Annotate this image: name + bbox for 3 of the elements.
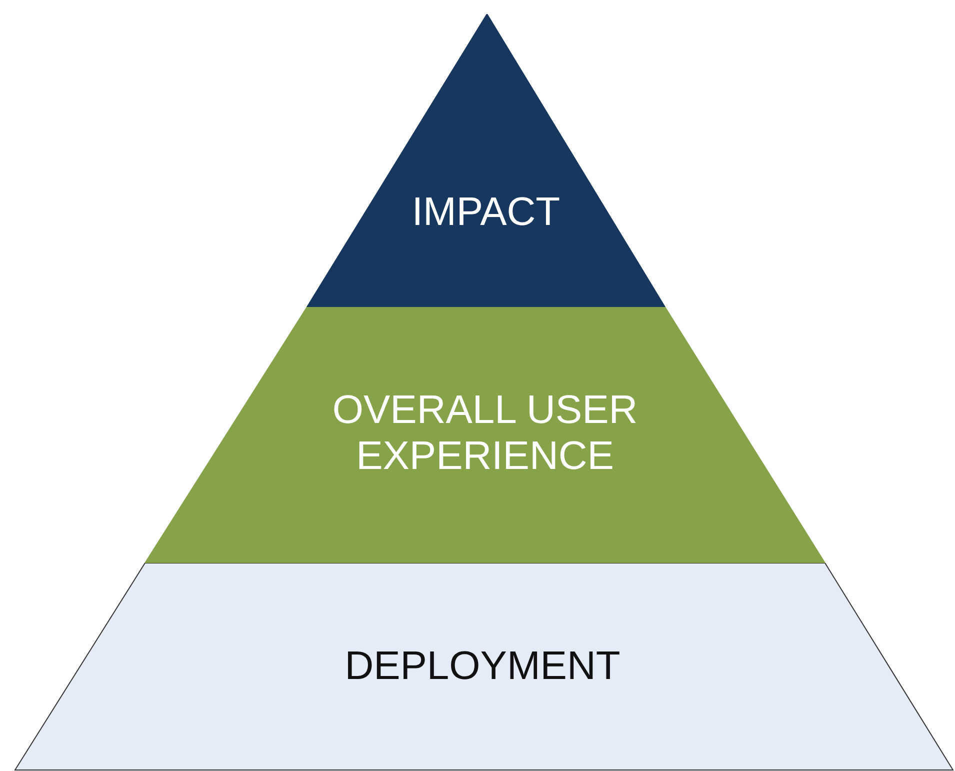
tier-label: DEPLOYMENT	[344, 643, 622, 689]
tier-label: IMPACT	[410, 189, 562, 235]
tier-label: OVERALL USER EXPERIENCE	[331, 387, 639, 479]
